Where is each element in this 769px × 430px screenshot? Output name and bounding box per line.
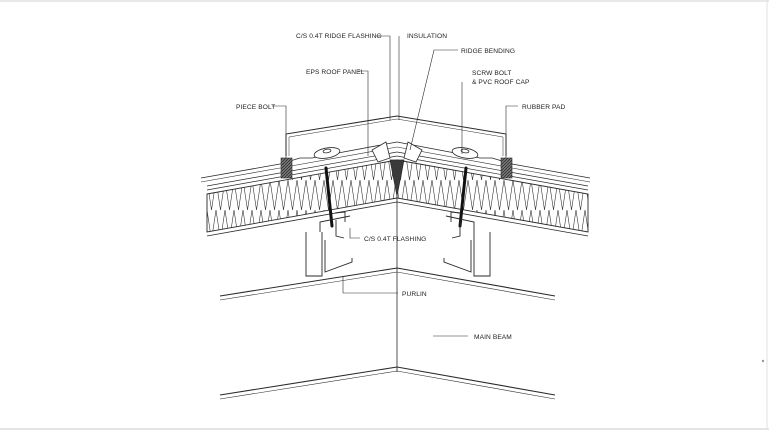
label-ridge-flashing: C/S 0.4T RIDGE FLASHING: [296, 33, 382, 40]
label-purlin: PURLIN: [402, 291, 427, 298]
label-piece-bolt: PIECE BOLT: [236, 104, 275, 111]
ridge-insulation: [371, 141, 423, 197]
screw-bolts: [324, 166, 468, 228]
label-eps-roof-panel: EPS ROOF PANEL: [306, 69, 365, 76]
label-screw-bolt: SCRW BOLT: [472, 70, 512, 77]
main-beam: [219, 196, 556, 400]
label-ridge-bending: RIDGE BENDING: [461, 48, 515, 55]
cs-flashing-right: [443, 211, 491, 277]
piece-bolts: [280, 157, 513, 179]
eps-roof-panel-left: [200, 141, 398, 237]
label-rubber-pad: RUBBER PAD: [522, 104, 566, 111]
label-insulation: INSULATION: [407, 33, 447, 40]
leader-lines: [272, 35, 518, 337]
eps-roof-panel-right: [396, 141, 591, 237]
pvc-roof-caps: [313, 147, 479, 159]
stray-mark: [761, 359, 765, 363]
label-cs-flashing: C/S 0.4T FLASHING: [364, 236, 426, 243]
cs-flashing-left: [305, 211, 353, 277]
label-main-beam: MAIN BEAM: [474, 334, 512, 341]
label-pvc-roof-cap: & PVC ROOF CAP: [472, 79, 530, 86]
